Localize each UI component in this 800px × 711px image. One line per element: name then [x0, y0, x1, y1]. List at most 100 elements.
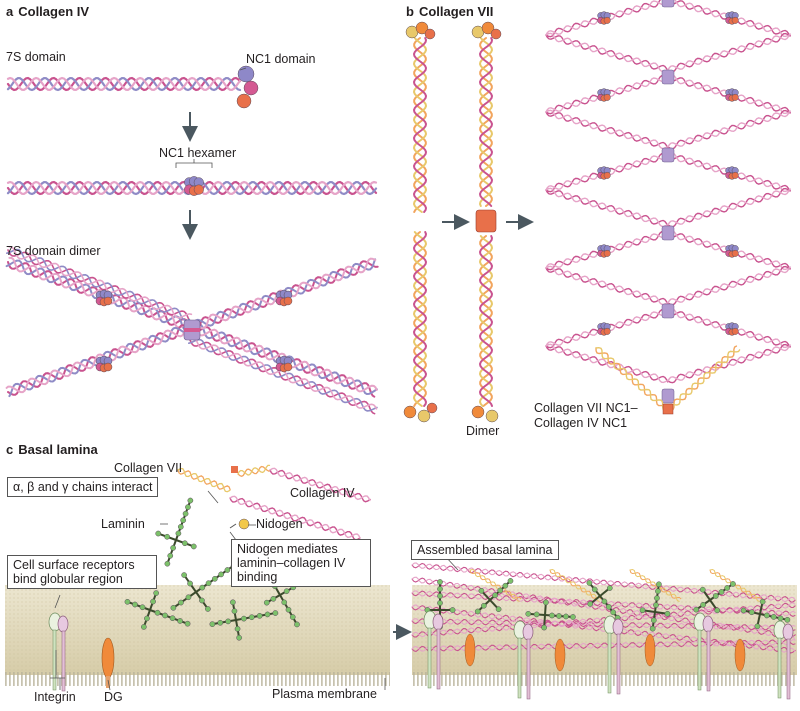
network-hexamer	[725, 11, 739, 25]
collagen-vii-monomer-top	[412, 37, 428, 213]
panel-a-title: a Collagen IV	[6, 4, 89, 19]
col7-linker-nc1	[662, 403, 674, 415]
callout-nidogen-mediates: Nidogen mediates laminin–collagen IV bin…	[231, 539, 371, 587]
nidogen-mediates-line1: Nidogen mediates	[237, 542, 338, 556]
label-7s-domain: 7S domain	[6, 50, 66, 64]
col7-linker-left	[595, 346, 670, 412]
nidogen-mediates-line2: laminin–collagen IV	[237, 556, 346, 570]
col7-dimer-globe-3	[490, 28, 502, 40]
network-hexamer	[725, 244, 739, 258]
collagen-vii-dimer-top	[478, 37, 494, 207]
network-hub	[661, 69, 675, 85]
mesh-integrin	[693, 612, 714, 692]
col7-dimer-globe-4	[471, 405, 485, 419]
col7-dimer-globe-2	[481, 21, 495, 35]
network-edge	[667, 32, 791, 73]
label-nc1-hexamer: NC1 hexamer	[159, 146, 237, 160]
mesh-integrin	[603, 615, 624, 695]
tetramer-hexamer-3	[95, 355, 113, 373]
receptors-line2: bind globular region	[13, 572, 123, 586]
network-edge	[667, 109, 791, 150]
network-edge	[545, 343, 669, 384]
network-hexamer	[597, 166, 611, 180]
tetramer-strand-3	[6, 246, 193, 322]
label-laminin: Laminin	[101, 517, 145, 531]
panel-a-title-text: Collagen IV	[18, 4, 90, 19]
col7-globe-6	[426, 402, 438, 414]
collagen-iv-monomer	[6, 76, 242, 92]
label-nc1-domain: NC1 domain	[246, 52, 316, 66]
laminin-3	[124, 590, 191, 630]
label-nc1-link-2: Collagen IV NC1	[534, 416, 628, 430]
mesh-integrin	[773, 620, 794, 700]
assembled-mesh	[411, 562, 796, 700]
lipid-bilayer-left	[5, 672, 390, 686]
col7-globe-4	[403, 405, 417, 419]
network-hexamer	[597, 322, 611, 336]
col7-dimer-nc2-box	[475, 209, 497, 233]
panel-a-collagen-iv	[5, 65, 379, 415]
network-edge	[667, 265, 791, 306]
col7-globe-5	[417, 409, 431, 423]
network-hub	[661, 303, 675, 319]
lipid-bilayer-right	[412, 672, 797, 686]
laminin-4	[209, 599, 279, 641]
col7-globe-3	[424, 28, 436, 40]
7s-domain-hub	[183, 319, 201, 341]
network-hub	[661, 225, 675, 241]
panel-c-title-text: Basal lamina	[18, 442, 98, 457]
col7-linker-right	[667, 345, 741, 412]
label-collagen-vii: Collagen VII	[114, 461, 183, 475]
c-col7-nc	[231, 466, 238, 473]
callout-cell-surface-receptors: Cell surface receptors bind globular reg…	[7, 555, 157, 589]
laminin-1	[155, 497, 197, 567]
network-edge	[545, 109, 669, 150]
tetramer-hexamer-1	[95, 289, 113, 307]
mesh-col7	[629, 568, 682, 602]
c-collagen-vii-right	[237, 464, 272, 478]
label-nidogen: Nidogen	[256, 517, 303, 531]
nc1-domain-pink	[243, 80, 259, 96]
network-hexamer	[597, 11, 611, 25]
network-hub	[661, 0, 675, 8]
collagen-vii-monomer-bottom	[412, 231, 428, 407]
receptors-line1: Cell surface receptors	[13, 558, 135, 572]
panel-b-title-text: Collagen VII	[418, 4, 494, 19]
network-hub-bottom	[661, 388, 675, 404]
mesh-laminin	[639, 581, 671, 632]
network-hexamer	[725, 322, 739, 336]
network-hub	[661, 147, 675, 163]
panel-b-letter: b	[406, 4, 414, 19]
mesh-integrin	[513, 620, 534, 700]
panel-b-collagen-vii	[403, 0, 791, 423]
nc1-domain-purple	[237, 65, 255, 83]
panel-c-letter: c	[6, 442, 14, 457]
panel-c-basal-lamina	[5, 464, 797, 700]
mesh-laminin	[525, 599, 576, 631]
callout-chains-interact: α, β and γ chains interact	[7, 477, 159, 497]
mesh-laminin	[474, 578, 514, 615]
mesh-col4	[411, 639, 796, 652]
network-edge	[545, 187, 669, 228]
panel-a-letter: a	[6, 4, 14, 19]
network-edge	[545, 265, 669, 306]
network-edge	[667, 343, 791, 384]
mesh-col7	[549, 568, 602, 602]
network-hexamer	[725, 166, 739, 180]
label-nc1-link-1: Collagen VII NC1–	[534, 401, 638, 415]
mesh-dg	[734, 638, 746, 672]
mesh-col4	[411, 602, 796, 638]
nc1-hexamer	[184, 176, 204, 196]
label-dimer: Dimer	[466, 424, 500, 438]
col7-dimer-globe-5	[485, 409, 499, 423]
mesh-col4	[411, 562, 796, 603]
nc1-domain-orange	[236, 93, 252, 109]
tetramer-hexamer-4	[275, 355, 293, 373]
leader-lines	[50, 67, 459, 691]
c-collagen-vii-left	[177, 467, 231, 493]
label-dg: DG	[104, 690, 123, 704]
dystroglycan-dg	[101, 637, 115, 679]
label-plasma-membrane: Plasma membrane	[272, 687, 377, 701]
tetramer-strand-4	[188, 336, 378, 415]
